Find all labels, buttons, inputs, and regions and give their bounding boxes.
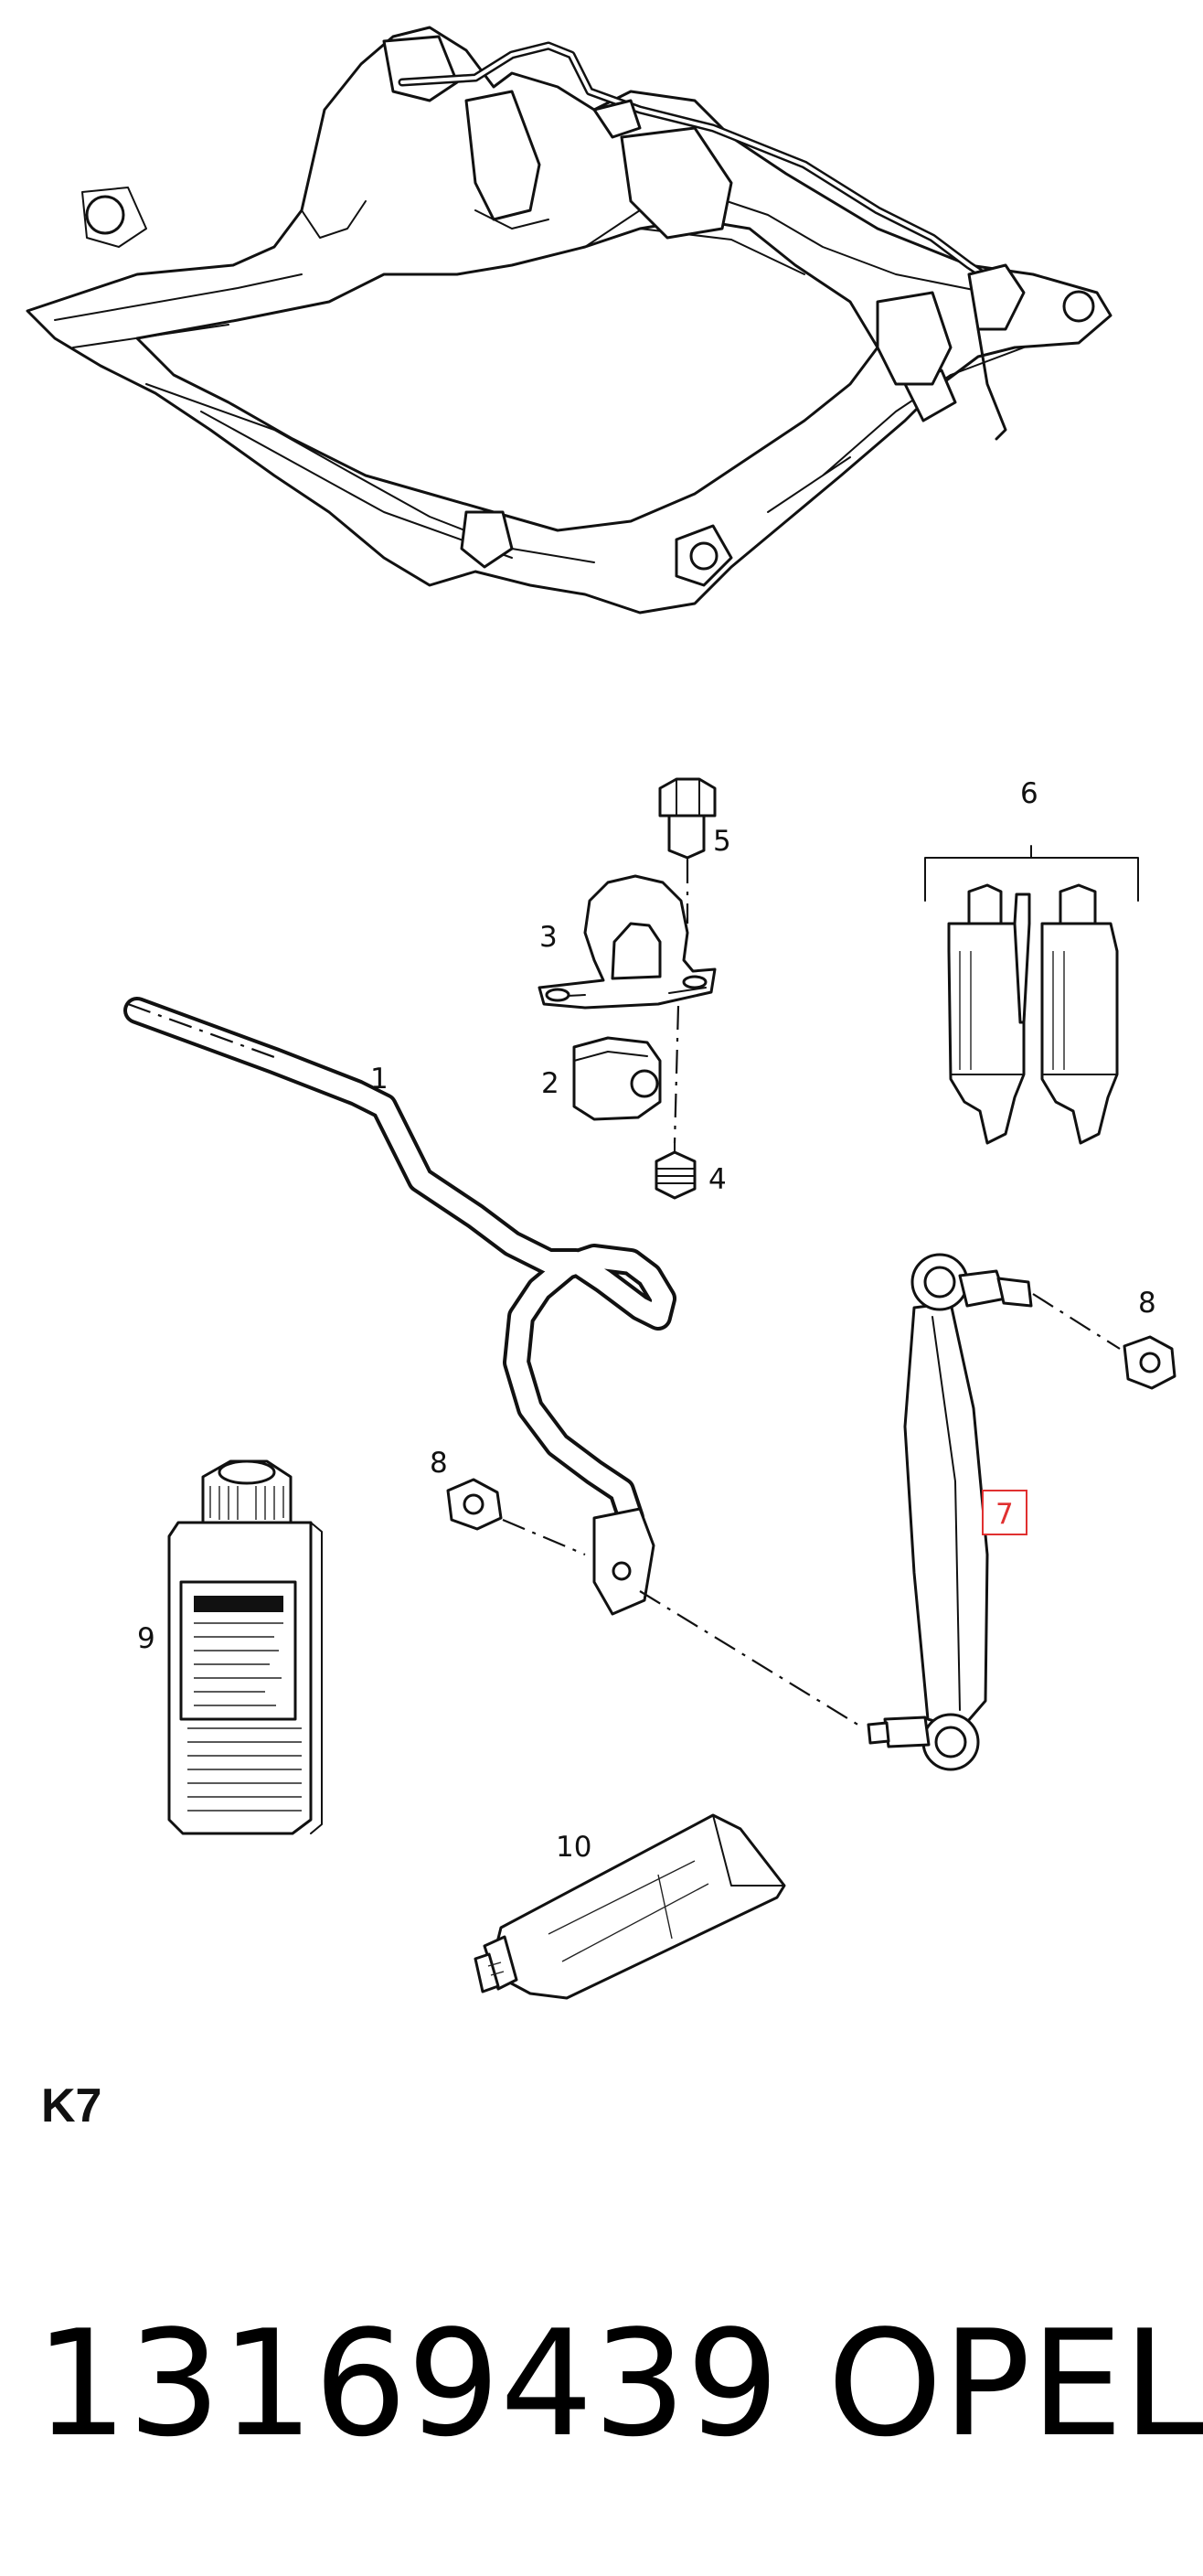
- stabilizer-bar-part-1: [123, 997, 676, 1616]
- nut-part-8-left: [446, 1478, 503, 1531]
- callout-9: 9: [137, 1622, 155, 1655]
- bottle-part-9: [167, 1459, 323, 1835]
- clamp-part-3: [538, 874, 717, 1010]
- callout-10: 10: [556, 1831, 591, 1864]
- bolt-part-5: [658, 777, 717, 879]
- subframe-illustration: [26, 26, 1113, 615]
- assembly-axis-line: [673, 860, 689, 1144]
- callout-5: 5: [713, 825, 731, 858]
- section-code: K7: [41, 2079, 101, 2132]
- nut-part-4: [655, 1142, 697, 1200]
- callout-6: 6: [1020, 777, 1038, 810]
- callout-2: 2: [541, 1067, 559, 1100]
- assembly-line-left: [502, 1518, 865, 1729]
- callout-3: 3: [539, 921, 558, 954]
- callout-1: 1: [370, 1063, 389, 1096]
- callout-7: 7: [995, 1498, 1014, 1531]
- bushing-part-2: [572, 1036, 662, 1121]
- callout-8-left: 8: [430, 1447, 448, 1480]
- stabilizer-link-part-7: [867, 1253, 1033, 1771]
- nut-part-8-right: [1123, 1335, 1176, 1390]
- part-number: 13169439: [35, 2298, 779, 2469]
- repair-kit-part-6: [924, 845, 1139, 1145]
- assembly-line-right: [1032, 1293, 1121, 1350]
- brand-name: OPEL: [827, 2298, 1203, 2469]
- callout-7-highlight-box: [982, 1490, 1027, 1535]
- callout-8-right: 8: [1138, 1287, 1156, 1320]
- tube-part-10: [474, 1813, 786, 2000]
- callout-4: 4: [708, 1163, 727, 1196]
